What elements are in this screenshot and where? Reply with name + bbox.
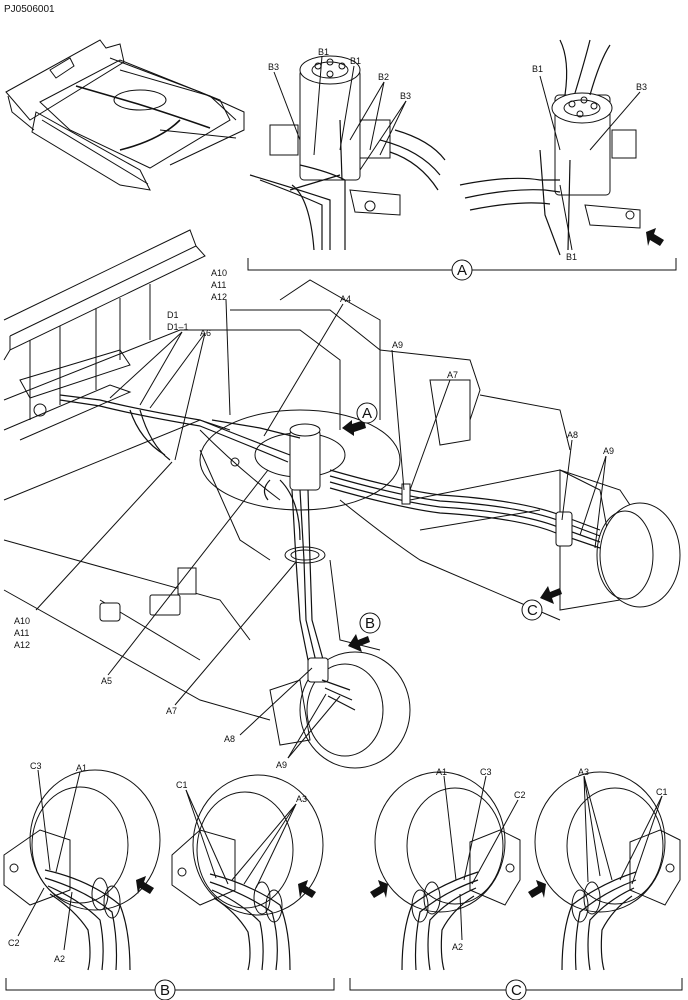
label-c3: C3 <box>480 767 492 777</box>
label-c3: C3 <box>30 761 42 771</box>
label-a3: A3 <box>296 794 307 804</box>
view-c-callout: C <box>527 602 538 619</box>
direction-arrow-icon <box>298 880 316 898</box>
drawing-code: PJ0506001 <box>4 4 55 15</box>
label-a2: A2 <box>54 954 65 964</box>
view-a-callout: A <box>362 405 372 422</box>
label-a9: A9 <box>392 340 403 350</box>
label-a6: A6 <box>200 328 211 338</box>
label-a1: A1 <box>76 763 87 773</box>
view-a-arrow-icon <box>342 420 366 436</box>
label-b3: B3 <box>268 62 279 72</box>
label-a12: A12 <box>14 640 30 650</box>
label-a8: A8 <box>567 430 578 440</box>
label-c2: C2 <box>8 938 20 948</box>
view-c-arrow-icon <box>540 586 562 604</box>
label-a9: A9 <box>603 446 614 456</box>
label-a12: A12 <box>211 292 227 302</box>
label-a10: A10 <box>14 616 30 626</box>
label-b3: B3 <box>400 91 411 101</box>
view-b-arrow-icon <box>348 634 370 652</box>
direction-arrow-icon <box>370 880 388 898</box>
label-a5: A5 <box>101 676 112 686</box>
label-b1: B1 <box>532 64 543 74</box>
view-c-letter: C <box>511 982 522 999</box>
label-c1: C1 <box>176 780 188 790</box>
label-a7: A7 <box>447 370 458 380</box>
label-a11: A11 <box>14 628 29 638</box>
label-a11: A11 <box>211 280 226 290</box>
direction-arrow-icon <box>646 228 664 246</box>
label-a7: A7 <box>166 706 177 716</box>
label-b1: B1 <box>318 47 329 57</box>
label-a10: A10 <box>211 268 227 278</box>
label-d1-1: D1–1 <box>167 322 189 332</box>
label-d1: D1 <box>167 310 179 320</box>
label-b3: B3 <box>636 82 647 92</box>
direction-arrow-icon <box>528 880 546 898</box>
label-c1: C1 <box>656 787 668 797</box>
view-b-letter: B <box>160 982 170 999</box>
label-a3: A3 <box>578 767 589 777</box>
label-b1: B1 <box>350 56 361 66</box>
view-a-letter: A <box>457 262 467 279</box>
view-c <box>349 771 683 1000</box>
label-a9: A9 <box>276 760 287 770</box>
direction-arrow-icon <box>136 876 154 894</box>
view-a <box>247 39 677 281</box>
label-b1: B1 <box>566 252 577 262</box>
label-a8: A8 <box>224 734 235 744</box>
view-b-callout: B <box>365 615 375 632</box>
label-a4: A4 <box>340 294 351 304</box>
label-b2: B2 <box>378 72 389 82</box>
main-frame-view <box>3 229 681 769</box>
excavator-thumbnail <box>5 39 245 191</box>
label-a1: A1 <box>436 767 447 777</box>
view-b <box>3 769 335 1000</box>
label-a2: A2 <box>452 942 463 952</box>
label-c2: C2 <box>514 790 526 800</box>
